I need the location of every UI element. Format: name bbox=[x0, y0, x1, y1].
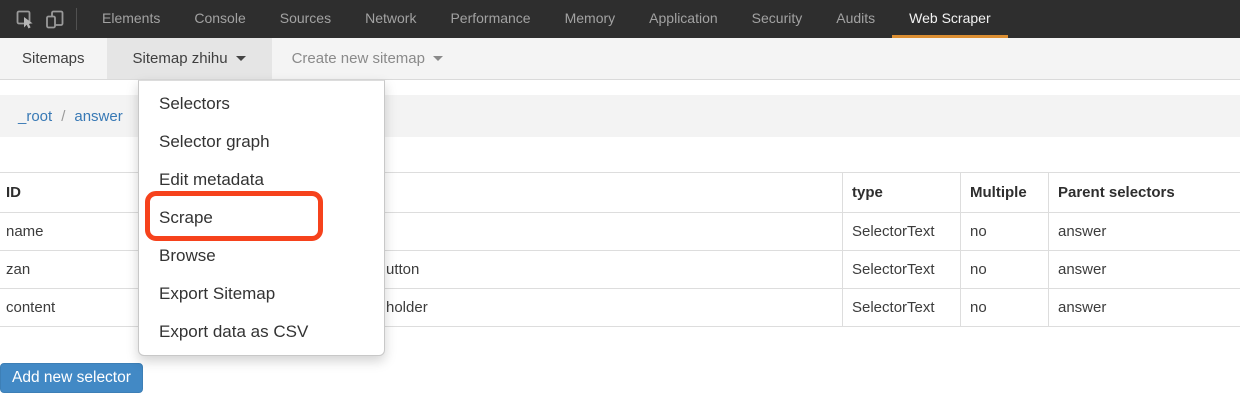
selectors-table: ID type Multiple Parent selectors name S… bbox=[0, 172, 1240, 327]
header-parent-selectors: Parent selectors bbox=[1048, 173, 1240, 212]
cell-parent: answer bbox=[1048, 213, 1240, 250]
table-row: content holder SelectorText no answer bbox=[0, 289, 1240, 327]
chevron-down-icon bbox=[433, 56, 443, 61]
tab-memory[interactable]: Memory bbox=[564, 9, 616, 26]
menu-item-edit-metadata[interactable]: Edit metadata bbox=[159, 170, 264, 189]
tab-create-new-sitemap[interactable]: Create new sitemap bbox=[272, 38, 463, 79]
add-new-selector-button[interactable]: Add new selector bbox=[0, 363, 143, 393]
menu-item-selector-graph[interactable]: Selector graph bbox=[159, 132, 270, 151]
inspect-element-icon[interactable] bbox=[10, 4, 40, 34]
menu-item-browse[interactable]: Browse bbox=[159, 246, 216, 265]
tab-performance[interactable]: Performance bbox=[450, 9, 531, 26]
breadcrumb-separator: / bbox=[61, 107, 66, 125]
tab-elements[interactable]: Elements bbox=[102, 9, 161, 26]
tab-console[interactable]: Console bbox=[194, 9, 246, 26]
sitemap-zhihu-label: Sitemap zhihu bbox=[132, 50, 228, 67]
cell-multiple: no bbox=[960, 213, 1048, 250]
webscraper-toolbar: Sitemaps Sitemap zhihu Create new sitema… bbox=[0, 38, 1240, 80]
toolbar-separator bbox=[76, 8, 77, 30]
tab-security[interactable]: Security bbox=[751, 9, 803, 26]
table-header-row: ID type Multiple Parent selectors bbox=[0, 172, 1240, 213]
breadcrumb-root-link[interactable]: _root bbox=[18, 107, 53, 125]
tab-application[interactable]: Application bbox=[649, 9, 718, 26]
menu-item-scrape[interactable]: Scrape bbox=[159, 208, 213, 227]
header-multiple: Multiple bbox=[960, 173, 1048, 212]
cell-multiple: no bbox=[960, 251, 1048, 288]
cell-id: name bbox=[6, 223, 44, 240]
chevron-down-icon bbox=[235, 56, 246, 61]
device-toolbar-icon[interactable] bbox=[40, 4, 70, 34]
menu-item-export-sitemap[interactable]: Export Sitemap bbox=[159, 284, 276, 303]
menu-item-export-data-as-csv[interactable]: Export data as CSV bbox=[159, 322, 309, 341]
devtools-icon-group bbox=[0, 0, 85, 38]
devtools-tab-bar: Elements Console Sources Network Perform… bbox=[0, 0, 1240, 38]
cell-parent: answer bbox=[1048, 251, 1240, 288]
cell-multiple: no bbox=[960, 289, 1048, 326]
header-id: ID bbox=[6, 184, 21, 201]
table-row: zan utton SelectorText no answer bbox=[0, 251, 1240, 289]
breadcrumb-answer-link[interactable]: answer bbox=[74, 107, 123, 125]
cell-id: content bbox=[6, 299, 56, 316]
tab-sitemaps[interactable]: Sitemaps bbox=[22, 50, 85, 67]
sitemap-dropdown-menu: Selectors Selector graph Edit metadata S… bbox=[138, 80, 385, 356]
tab-network[interactable]: Network bbox=[365, 9, 417, 26]
menu-item-selectors[interactable]: Selectors bbox=[159, 94, 230, 113]
cell-parent: answer bbox=[1048, 289, 1240, 326]
devtools-tabs: Elements Console Sources Network Perform… bbox=[85, 0, 1008, 38]
tab-sitemap-zhihu[interactable]: Sitemap zhihu bbox=[106, 38, 272, 79]
tab-audits[interactable]: Audits bbox=[836, 9, 876, 26]
tab-sources[interactable]: Sources bbox=[279, 9, 332, 26]
cell-id: zan bbox=[6, 261, 31, 278]
table-row: name SelectorText no answer bbox=[0, 213, 1240, 251]
cell-type: SelectorText bbox=[842, 251, 960, 288]
create-new-sitemap-label: Create new sitemap bbox=[291, 50, 425, 67]
tab-web-scraper[interactable]: Web Scraper bbox=[892, 0, 1008, 38]
cell-type: SelectorText bbox=[842, 289, 960, 326]
header-type: type bbox=[842, 173, 960, 212]
cell-type: SelectorText bbox=[842, 213, 960, 250]
